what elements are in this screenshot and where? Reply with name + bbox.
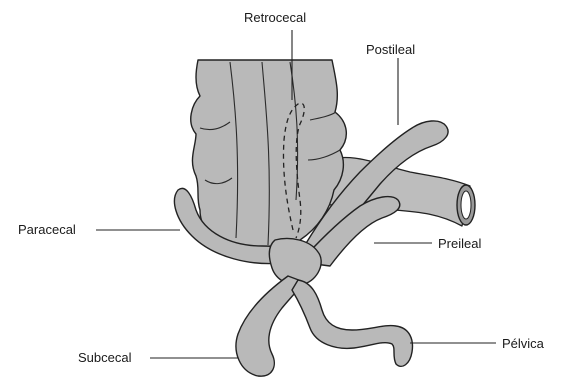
label-preileal: Preileal xyxy=(438,236,481,251)
label-pelvica: Pélvica xyxy=(502,336,545,351)
label-paracecal: Paracecal xyxy=(18,222,76,237)
label-retrocecal: Retrocecal xyxy=(244,10,306,25)
pelvic-appendix xyxy=(292,280,412,366)
label-postileal: Postileal xyxy=(366,42,415,57)
label-subcecal: Subcecal xyxy=(78,350,132,365)
